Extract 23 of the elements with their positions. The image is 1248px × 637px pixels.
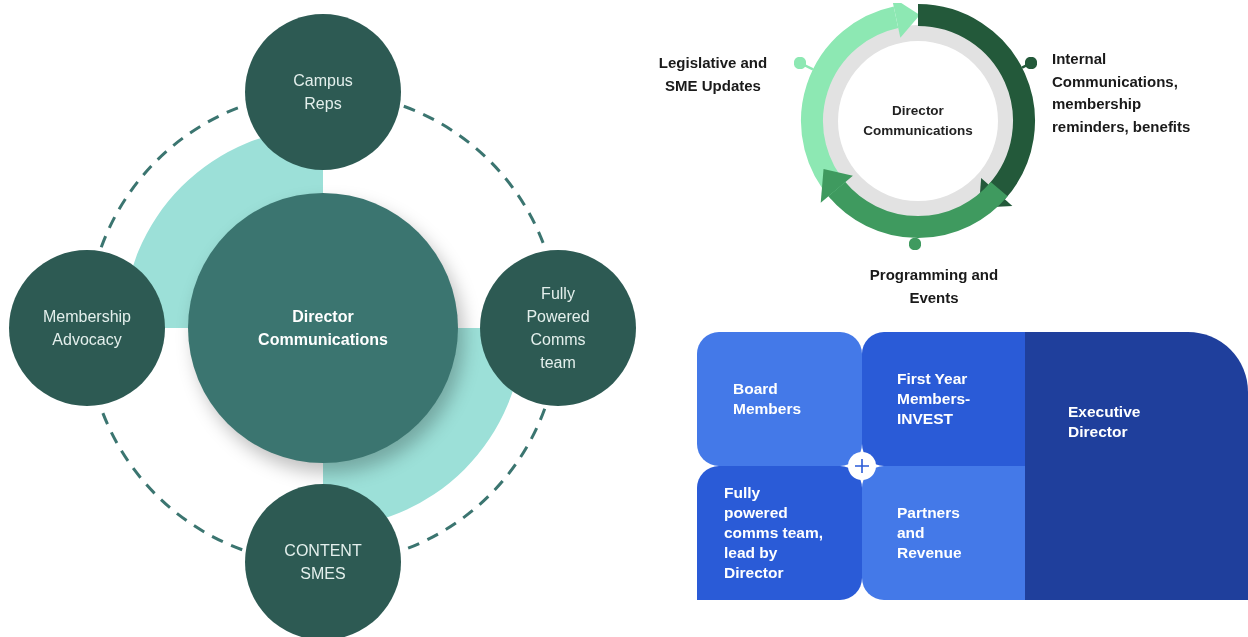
tile xyxy=(697,466,862,600)
node-label: Fully Powered Comms team xyxy=(525,283,591,374)
tile-label: Fully powered comms team, lead by Director xyxy=(724,482,824,584)
tile-label: Board Members xyxy=(733,378,803,419)
callout-text: Legislative and SME Updates xyxy=(657,53,769,96)
node-label: Director Communications xyxy=(257,306,389,350)
tile-label: Executive Director xyxy=(1068,402,1142,443)
callout-text: Internal Communications, membership reminders, benefits xyxy=(1052,49,1192,137)
tile-label: Partners and Revenue xyxy=(897,502,963,564)
node-label: Campus Reps xyxy=(292,70,354,114)
node-label: CONTENT SMES xyxy=(283,540,363,584)
leader-line xyxy=(1021,56,1038,70)
tile-label: First Year Members- INVEST xyxy=(897,368,972,430)
node-label: Director Communications xyxy=(862,102,974,140)
node-label: Membership Advocacy xyxy=(42,306,132,350)
tile xyxy=(697,332,862,466)
cycle-ring-drawing xyxy=(800,3,1036,239)
tile xyxy=(1025,332,1248,600)
tile xyxy=(862,332,1025,466)
leader-line xyxy=(793,56,814,71)
callout-text: Programming and Events xyxy=(868,265,1000,308)
tile xyxy=(862,466,1025,600)
leader-line xyxy=(908,237,922,251)
